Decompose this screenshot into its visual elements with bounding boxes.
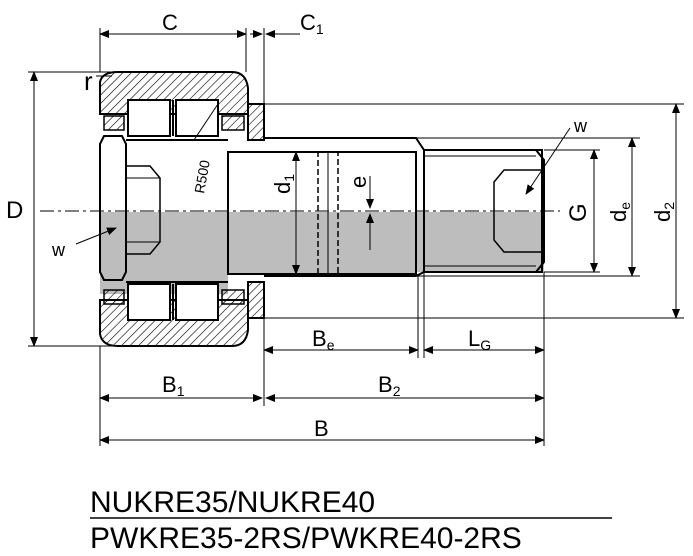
label-d1: d1 bbox=[270, 174, 297, 194]
label-R500: R500 bbox=[191, 159, 213, 195]
outer-ring bbox=[99, 71, 249, 347]
dimension-lines bbox=[28, 28, 684, 446]
label-C: C bbox=[162, 10, 178, 35]
label-C1: C1 bbox=[300, 10, 324, 37]
label-w-right: w bbox=[573, 116, 588, 136]
label-e: e bbox=[346, 176, 371, 188]
label-G: G bbox=[565, 203, 592, 222]
label-Be: Be bbox=[312, 326, 335, 353]
lower-half-shading bbox=[100, 212, 544, 294]
title-line-1: NUKRE35/NUKRE40 bbox=[90, 486, 375, 519]
label-r: r bbox=[84, 66, 93, 96]
label-de: de bbox=[606, 202, 633, 222]
label-w-left: w bbox=[51, 240, 66, 260]
flange-washer bbox=[247, 103, 265, 319]
label-B: B bbox=[314, 416, 329, 441]
title-line-2: PWKRE35-2RS/PWKRE40-2RS bbox=[90, 522, 522, 555]
label-d2: d2 bbox=[650, 202, 677, 222]
label-LG: LG bbox=[468, 326, 491, 353]
label-D: D bbox=[6, 197, 23, 224]
label-B2: B2 bbox=[378, 372, 401, 399]
stud-head bbox=[99, 135, 228, 283]
label-B1: B1 bbox=[162, 372, 185, 399]
